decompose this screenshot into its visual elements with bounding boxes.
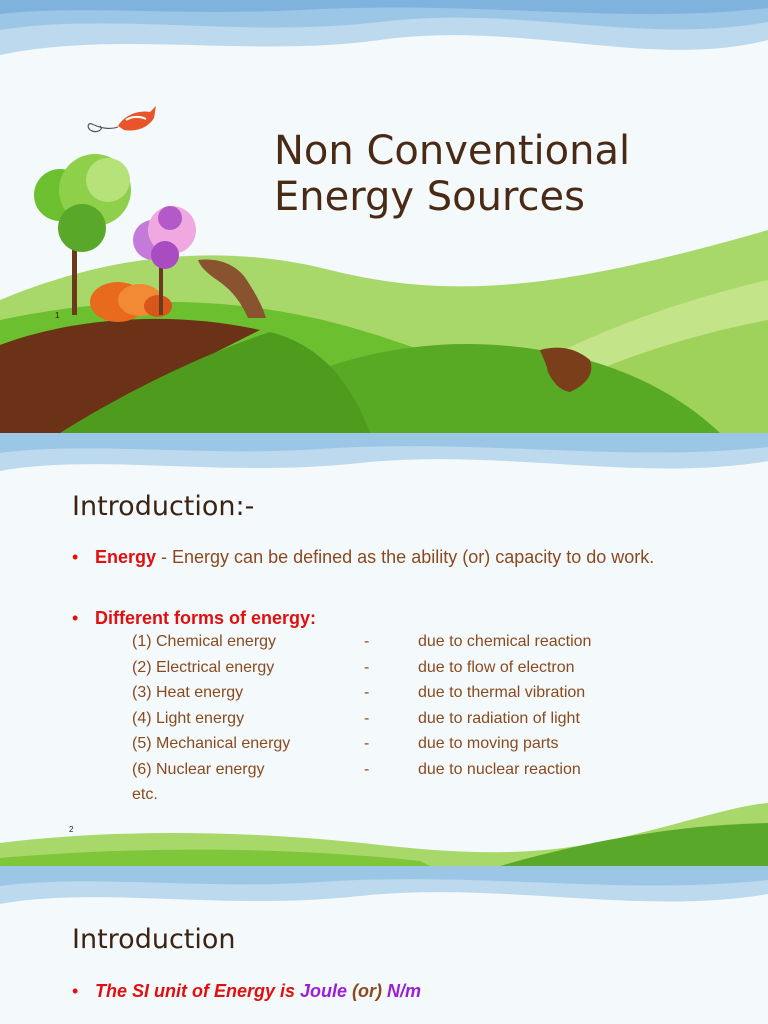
bullet-energy-definition: • Energy - Energy can be defined as the … [72, 546, 692, 568]
form-name: (3) Heat energy [132, 684, 244, 701]
path-left [198, 259, 266, 318]
list-item: (3) Heat energy - due to thermal vibrati… [132, 684, 632, 710]
form-dash: - [364, 735, 370, 752]
form-dash: - [364, 760, 370, 778]
sky-wave-2 [0, 433, 768, 453]
form-dash: - [364, 709, 370, 727]
sky-wave-2 [0, 866, 768, 886]
si-unit-or: (or) [347, 981, 388, 1001]
list-item: (4) Light energy - due to radiation of l… [132, 710, 632, 736]
form-name: (5) Mechanical energy [132, 735, 291, 752]
form-name: (2) Electrical energy [132, 658, 275, 676]
bullet-dot: • [72, 981, 79, 1001]
slide-title: Non Conventional Energy Sources [274, 128, 630, 220]
list-item: (5) Mechanical energy - due to moving pa… [132, 735, 632, 761]
title-line-2: Energy Sources [274, 174, 585, 220]
tree-trunk-green [72, 240, 77, 315]
bullet-si-unit: • The SI unit of Energy is Joule (or) N/… [72, 980, 692, 1002]
slide-background [0, 433, 768, 866]
energy-definition: - Energy can be defined as the ability (… [156, 547, 655, 567]
bullet-dot: • [72, 547, 79, 567]
bullet-forms-of-energy: • Different forms of energy: [72, 607, 692, 629]
energy-forms-list: (1) Chemical energy - due to chemical re… [132, 633, 632, 804]
form-description: due to chemical reaction [418, 633, 592, 650]
path-right [540, 347, 592, 392]
bullet-dot: • [72, 608, 79, 628]
term-forms: Different forms of energy: [95, 608, 317, 628]
term-energy: Energy [95, 547, 157, 567]
form-description: due to radiation of light [418, 709, 580, 727]
tree-trunk-pink [159, 255, 163, 315]
form-description: due to thermal vibration [418, 684, 586, 701]
hill-front-left [60, 332, 370, 433]
slide-background [0, 866, 768, 904]
form-dash: - [364, 658, 370, 676]
form-name: (4) Light energy [132, 709, 245, 727]
list-item: (1) Chemical energy - due to chemical re… [132, 633, 632, 659]
slide-number: 2 [69, 825, 74, 834]
sky-wave-3 [0, 0, 768, 15]
si-unit-joule: Joule [300, 981, 348, 1001]
etc-label: etc. [132, 786, 158, 803]
grass-left [0, 849, 430, 866]
slide-heading: Introduction [72, 924, 236, 955]
slide-3: Introduction • The SI unit of Energy is … [0, 866, 768, 1024]
si-unit-prefix: The SI unit of Energy is [95, 981, 301, 1001]
slide-heading: Introduction:- [72, 491, 255, 522]
form-description: due to flow of electron [418, 658, 575, 676]
title-line-1: Non Conventional [274, 128, 631, 174]
hill-brown [0, 318, 260, 433]
slide-number: 1 [55, 311, 60, 320]
form-name: (1) Chemical energy [132, 633, 277, 650]
grass-right [500, 823, 768, 866]
form-description: due to nuclear reaction [418, 760, 581, 778]
slide-1: Non Conventional Energy Sources 1 [0, 0, 768, 433]
form-dash: - [364, 633, 370, 650]
form-name: (6) Nuclear energy [132, 760, 265, 778]
landscape-illustration [0, 0, 768, 433]
form-dash: - [364, 684, 370, 701]
bird-icon [118, 106, 156, 131]
si-unit-nm: N/m [387, 981, 422, 1001]
list-item: (2) Electrical energy - due to flow of e… [132, 659, 632, 685]
form-description: due to moving parts [418, 735, 559, 752]
slide-2: Introduction:- • Energy - Energy can be … [0, 433, 768, 866]
list-item: (6) Nuclear energy - due to nuclear reac… [132, 761, 632, 787]
